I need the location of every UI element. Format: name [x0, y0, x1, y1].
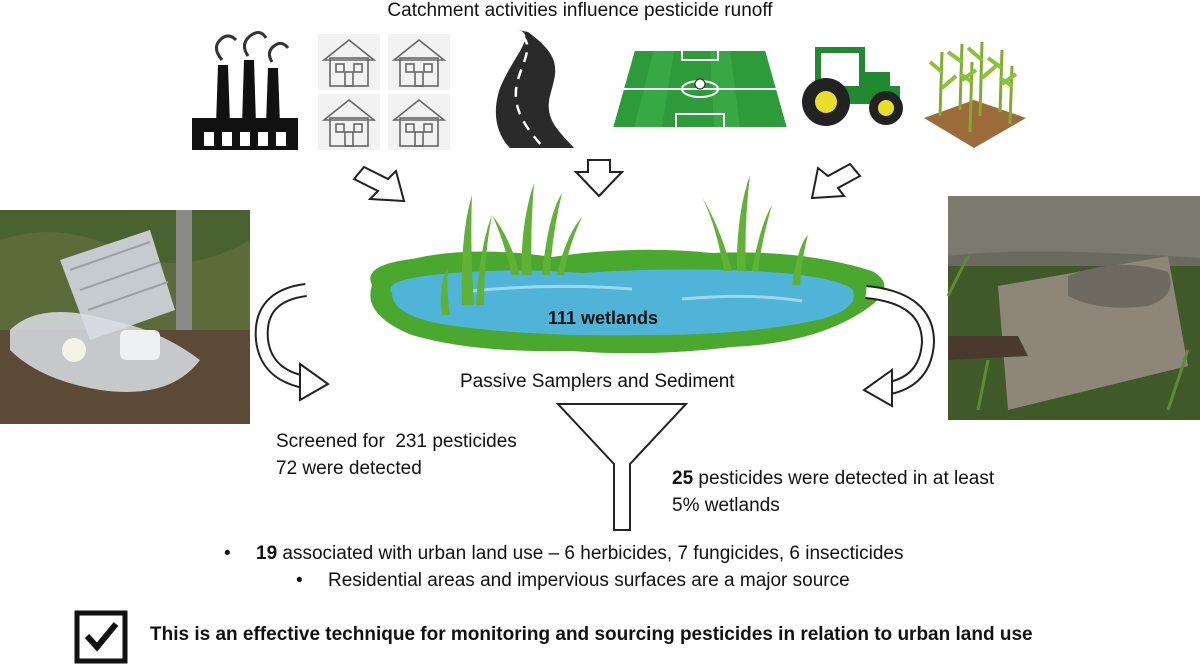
wetland-count-label: 111 wetlands	[548, 308, 659, 328]
detected-description: pesticides were detected in at least 5% …	[672, 468, 995, 516]
down-arrow-left	[352, 165, 406, 203]
major-source-text: Residential areas and impervious surface…	[328, 570, 850, 591]
wetland-illustration	[370, 175, 885, 354]
sports-field-icon	[610, 49, 790, 129]
funnel-icon	[555, 403, 689, 531]
road-icon	[495, 30, 574, 148]
detected-count: 25	[672, 468, 694, 489]
bullet-urban-association: • 19 associated with urban land use – 6 h…	[224, 540, 903, 567]
factory-icon	[192, 31, 298, 150]
sediment-photo	[946, 196, 1200, 420]
screening-line-1: Screened for 231 pesticides	[276, 431, 517, 452]
bullet-marker: •	[224, 543, 231, 564]
urban-associated-count: 19	[256, 543, 278, 564]
passive-sampler-photo	[0, 210, 250, 424]
bullet-marker: •	[296, 570, 303, 591]
screening-text: Screened for 231 pesticides 72 were dete…	[276, 428, 517, 482]
conclusion-text: This is an effective technique for monit…	[150, 624, 1033, 645]
sampling-method-label: Passive Samplers and Sediment	[460, 371, 735, 392]
down-arrow-right	[810, 162, 862, 200]
houses-icon	[317, 33, 451, 151]
detected-text: 25 pesticides were detected in at least …	[672, 465, 1012, 519]
checkbox-icon	[74, 610, 128, 664]
down-arrow-center	[573, 159, 625, 198]
urban-associated-text: associated with urban land use – 6 herbi…	[277, 543, 904, 564]
bullet-major-source: • Residential areas and impervious surfac…	[296, 567, 850, 594]
tractor-icon	[802, 47, 903, 126]
crop-icon	[924, 41, 1026, 148]
diagram-title: Catchment activities influence pesticide…	[387, 0, 773, 21]
curved-arrow-left	[254, 283, 330, 402]
curved-arrow-right	[862, 285, 936, 408]
screening-line-2: 72 were detected	[276, 458, 422, 479]
